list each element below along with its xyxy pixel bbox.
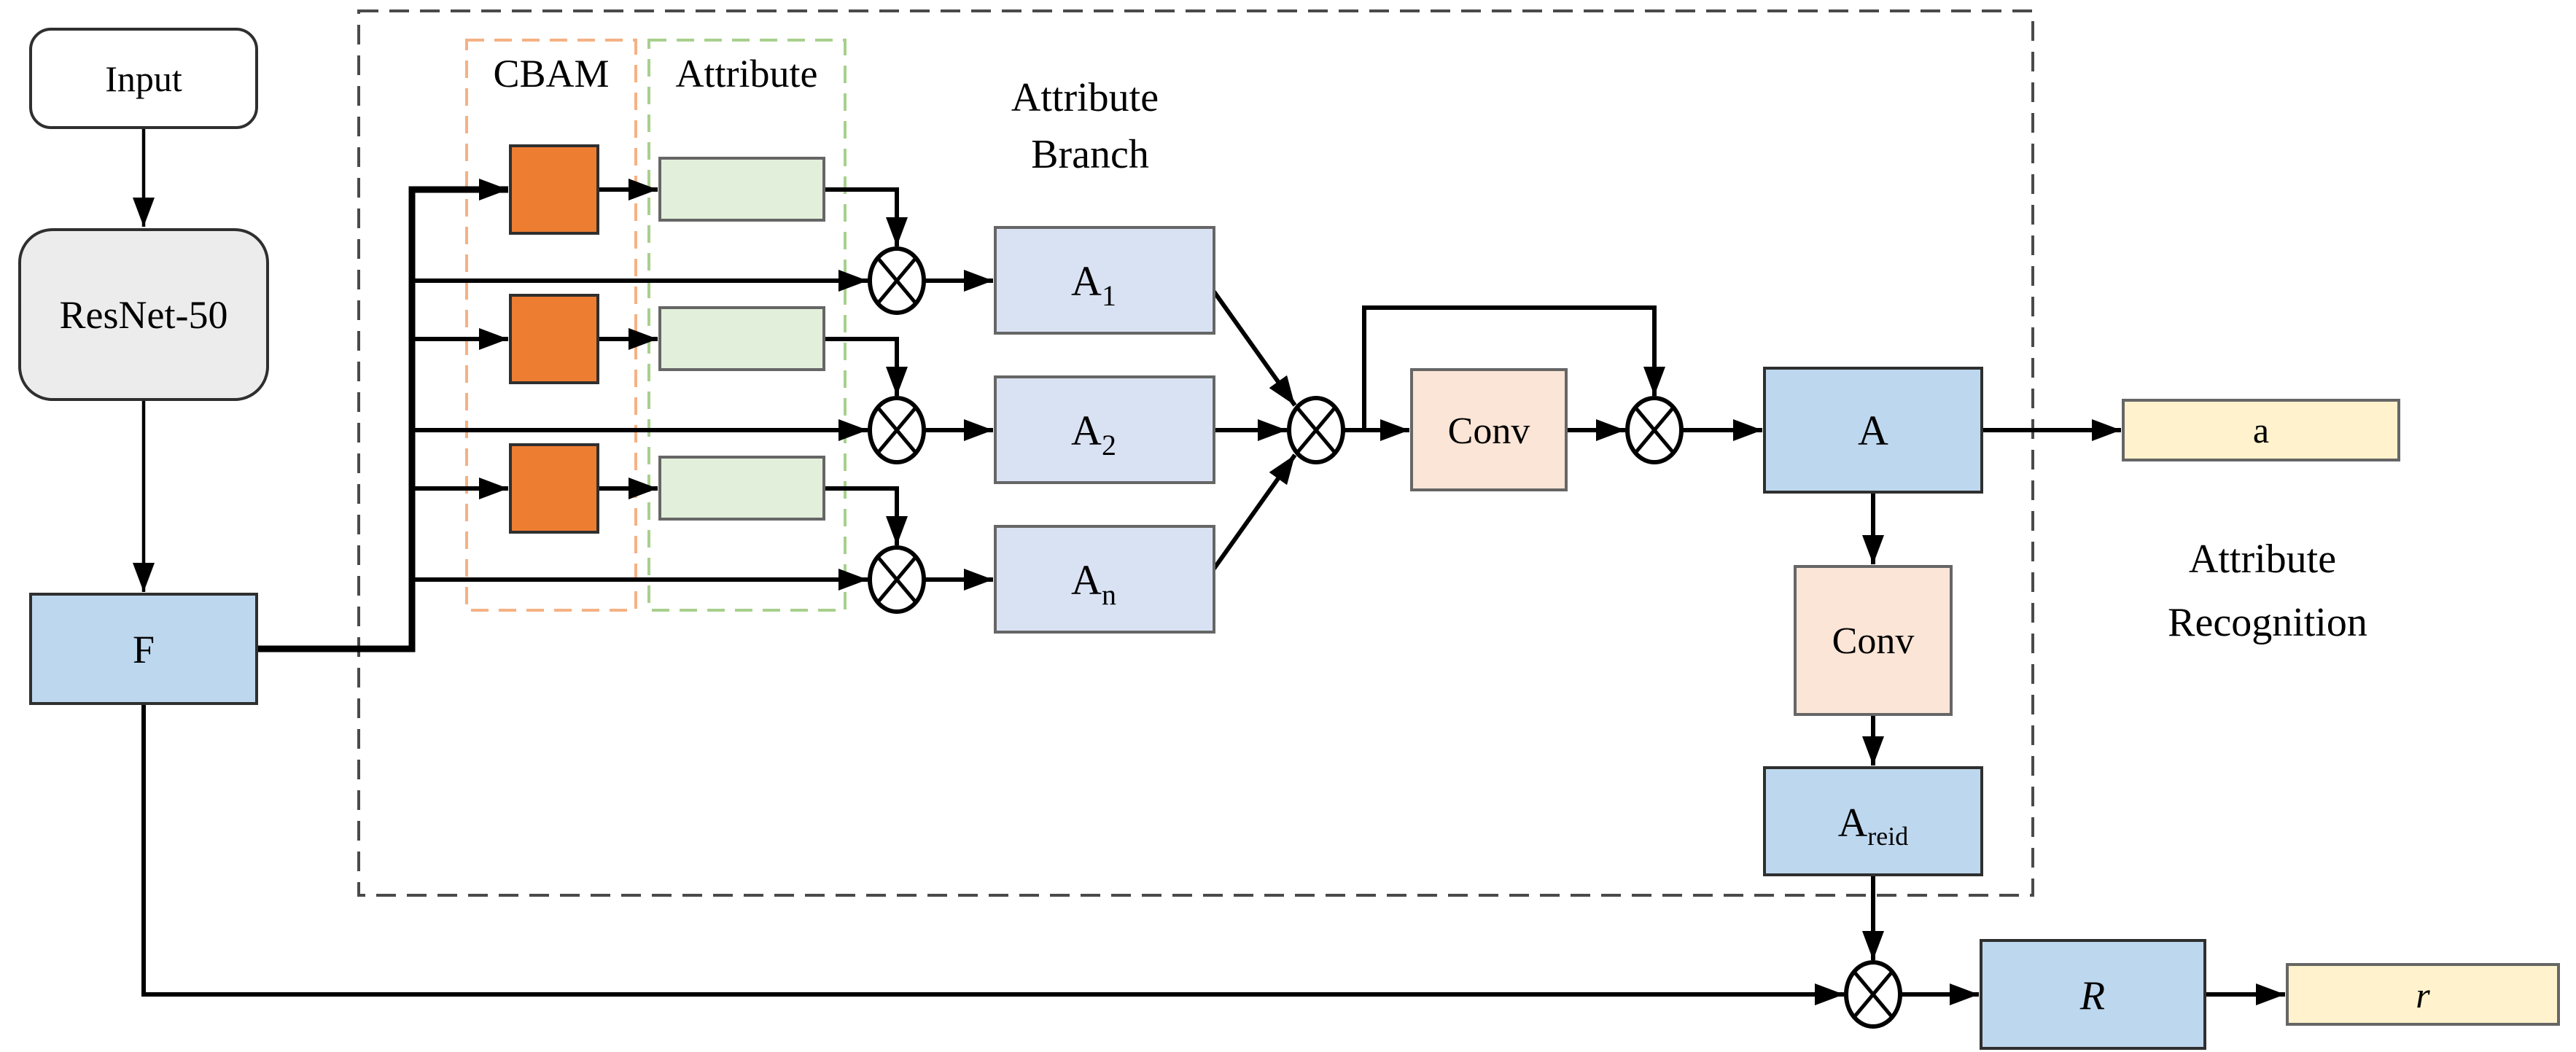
conv-top-label: Conv (1448, 410, 1530, 452)
node-input: Input (29, 28, 258, 129)
input-label: Input (105, 58, 182, 99)
feature-f-label: F (133, 628, 155, 671)
node-an: An (994, 525, 1215, 634)
node-attribute-output: a (2122, 399, 2400, 461)
input-box (29, 28, 258, 129)
reid-feature-box (1980, 939, 2206, 1050)
attribute-branch-caption: Attribute Branch (1011, 75, 1169, 177)
node-conv-top: Conv (1410, 368, 1568, 491)
cbam-dashed-region (465, 39, 637, 612)
edge-f-trunk-row1-cbam (257, 179, 508, 652)
a1-box (994, 226, 1215, 335)
reid-output-box (2286, 963, 2560, 1026)
outer-dashed-region (357, 9, 2034, 897)
node-feature-f: F (29, 593, 258, 705)
attribute-region-label: Attribute (676, 52, 818, 96)
attribute-output-box (2122, 399, 2400, 461)
node-a1: A1 (994, 226, 1215, 335)
cbam-block-3 (509, 443, 599, 534)
node-resnet: ResNet-50 (18, 228, 269, 401)
edge-bypass-over-conv (1362, 305, 1665, 430)
edge-f-to-mult-bottom (141, 704, 1844, 1005)
resnet-box (18, 228, 269, 401)
a2-label: A2 (1071, 407, 1116, 461)
node-reid-feature: R (1980, 939, 2206, 1050)
node-a-reid: Areid (1763, 766, 1983, 876)
conv-mid-label: Conv (1832, 620, 1915, 662)
attribute-recognition-caption: Attribute Recognition (2168, 537, 2367, 645)
cbam-region-label: CBAM (493, 52, 609, 96)
edge-attr1-to-mult1 (824, 187, 908, 246)
multiply-node-merge (1287, 396, 1345, 464)
multiply-node-row3 (868, 545, 926, 614)
attribute-feature-label: A (1858, 407, 1888, 454)
edge-an-to-merge (1212, 453, 1297, 570)
a-reid-box (1763, 766, 1983, 876)
attribute-block-1 (658, 157, 825, 222)
multiply-node-row1 (868, 246, 926, 315)
attribute-dashed-region (647, 39, 847, 612)
node-attribute-feature: A (1763, 367, 1983, 494)
edge-a1-to-merge (1212, 290, 1297, 407)
a1-label: A1 (1071, 257, 1116, 312)
conv-top-box (1410, 368, 1568, 491)
feature-f-box (29, 593, 258, 705)
edge-attr3-to-mult3 (824, 486, 908, 545)
attribute-block-3 (658, 456, 825, 521)
cbam-block-2 (509, 294, 599, 384)
node-conv-mid: Conv (1794, 565, 1953, 716)
node-a2: A2 (994, 375, 1215, 484)
a2-box (994, 375, 1215, 484)
multiply-node-row2 (868, 396, 926, 464)
multiply-node-bottom (1844, 960, 1902, 1029)
edge-attr2-to-mult2 (824, 337, 908, 396)
an-label: An (1071, 556, 1116, 611)
node-reid-output: r (2286, 963, 2560, 1026)
conv-mid-box (1794, 565, 1953, 716)
cbam-block-1 (509, 144, 599, 235)
attribute-feature-box (1763, 367, 1983, 494)
an-box (994, 525, 1215, 634)
reid-output-label: r (2416, 975, 2430, 1016)
reid-feature-label: R (2079, 973, 2105, 1018)
attribute-output-label: a (2253, 410, 2269, 451)
a-reid-label: Areid (1838, 800, 1908, 851)
attribute-block-2 (658, 306, 825, 371)
resnet-label: ResNet-50 (60, 293, 228, 337)
multiply-node-post-conv (1625, 396, 1684, 464)
